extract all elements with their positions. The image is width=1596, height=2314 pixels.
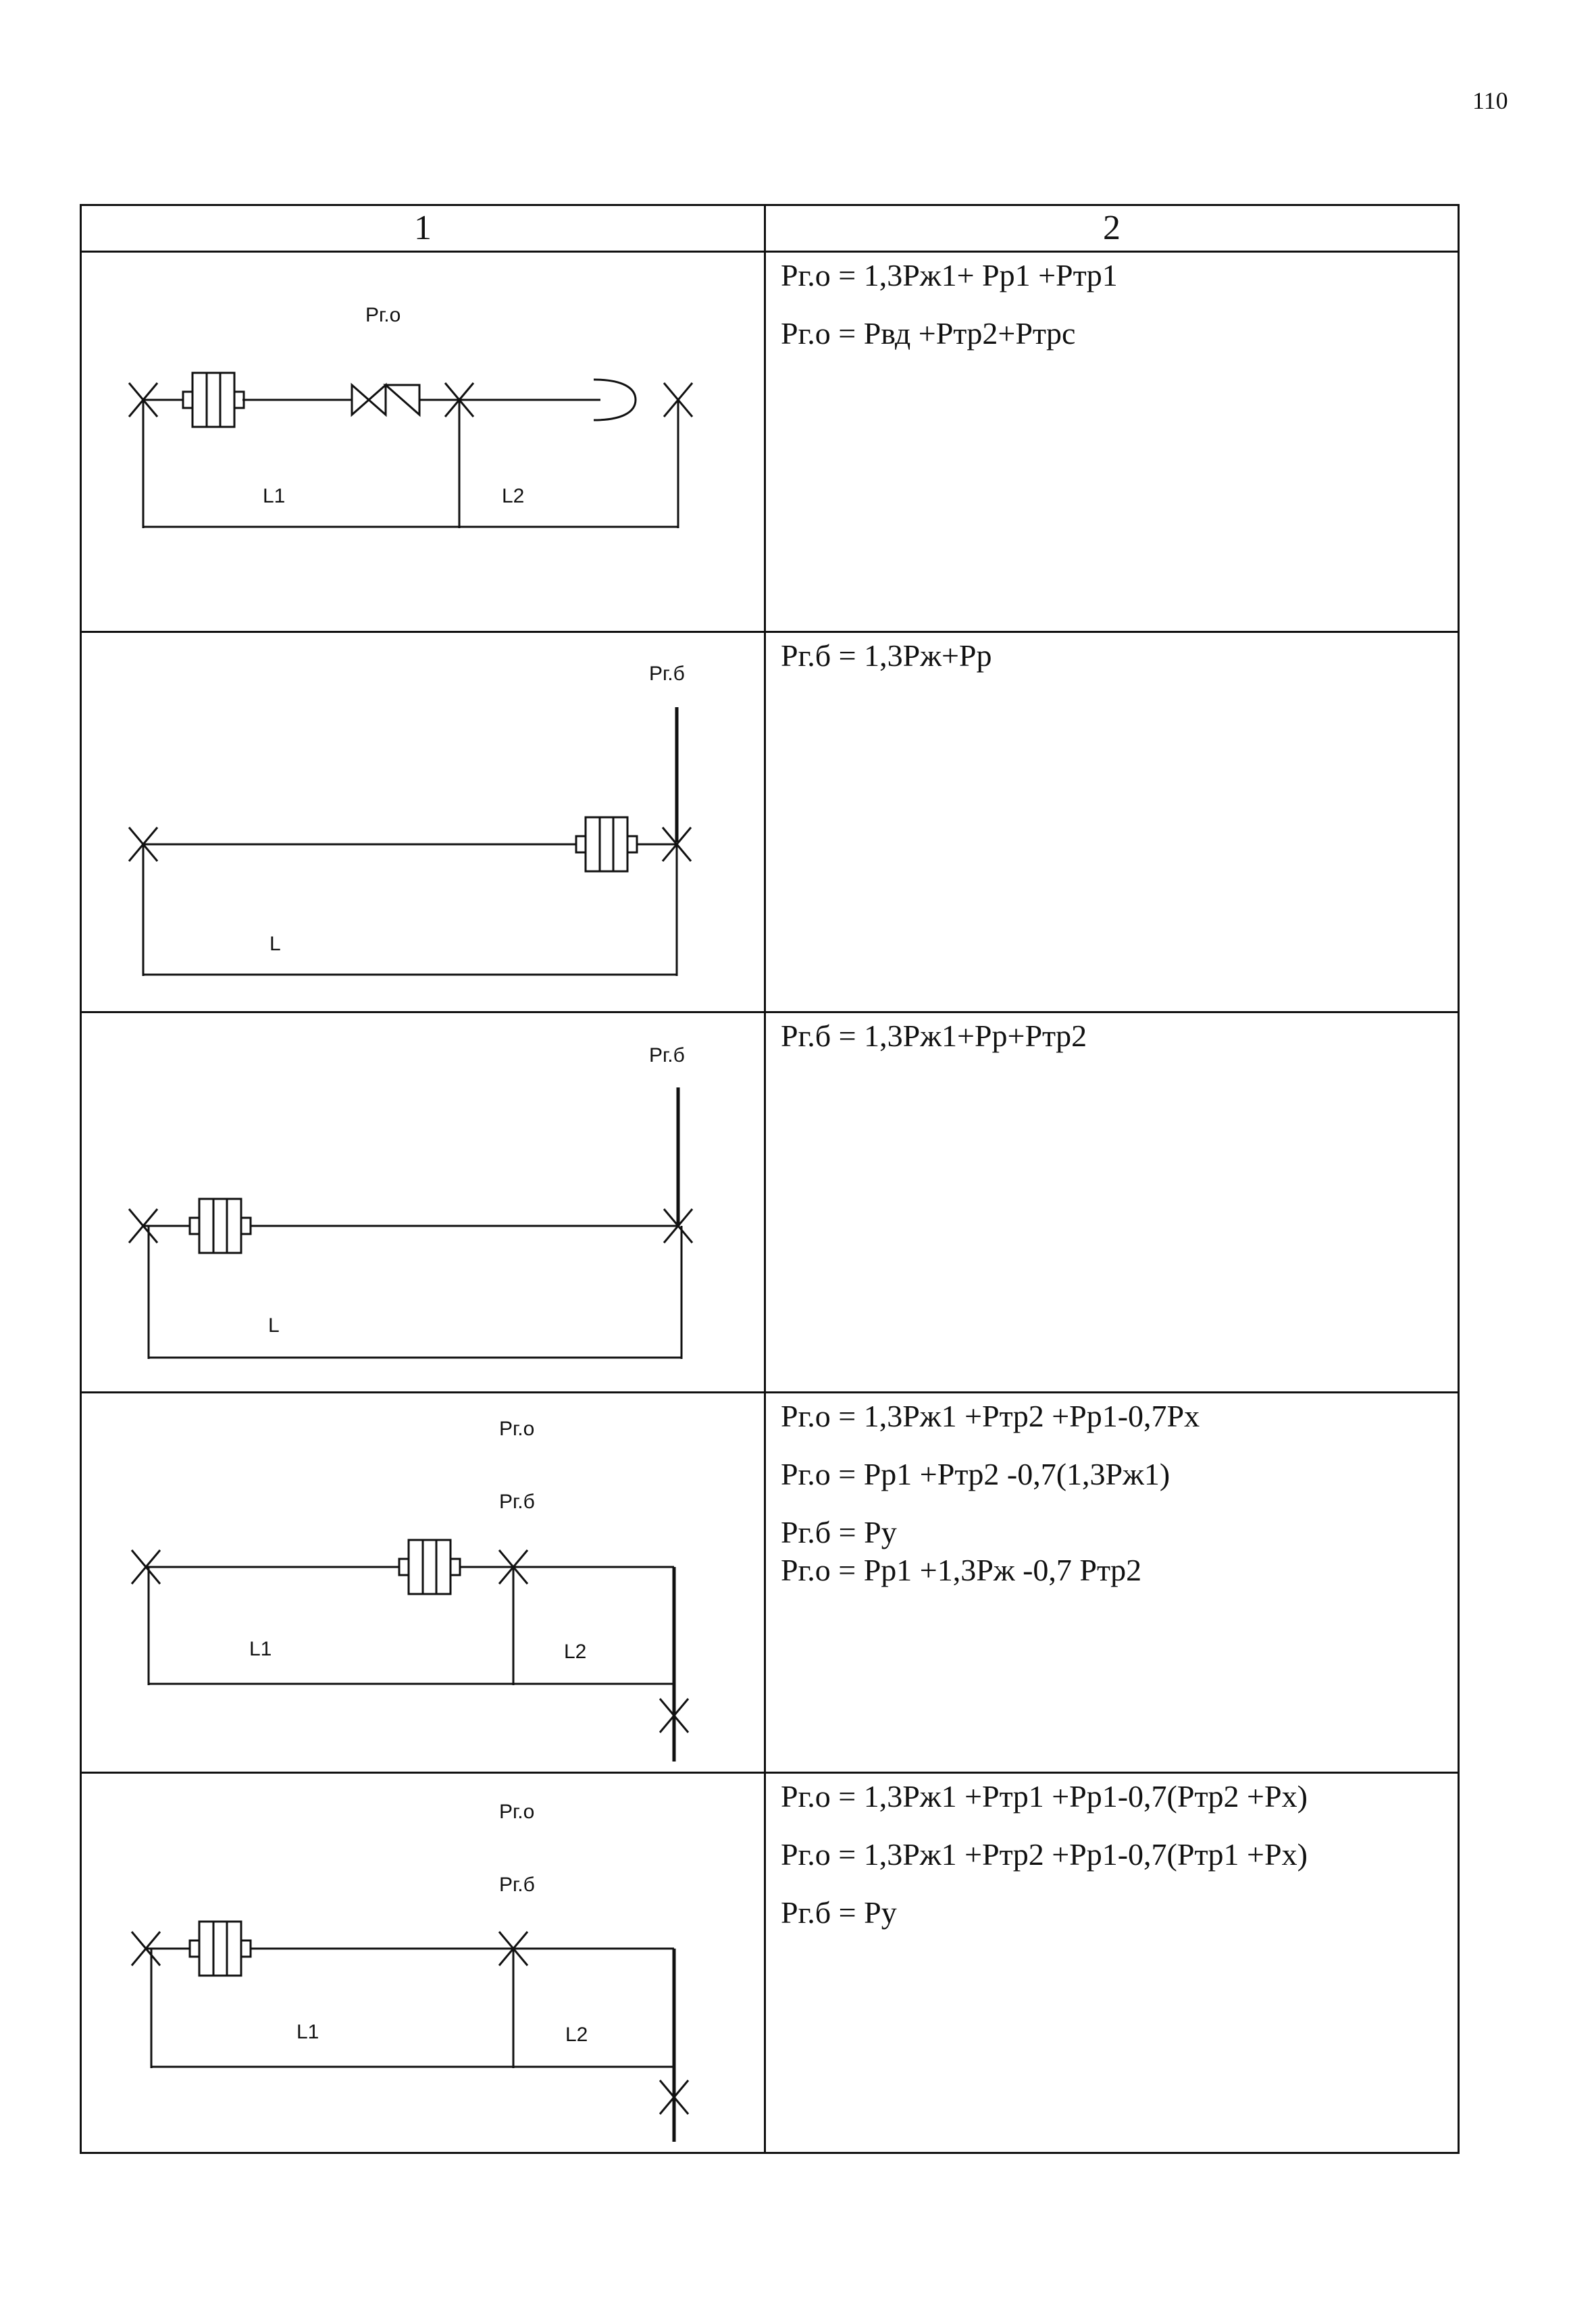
force-label: Pг.б: [649, 663, 685, 685]
table-row: Pг.о: [80, 251, 1460, 633]
length-label: L1: [297, 2021, 319, 2043]
formula: Pг.б = Py: [781, 1895, 897, 1930]
expansion-joint-icon: [188, 1920, 252, 1977]
formula: Pг.о = Pp1 +1,3Pж -0,7 Pтp2: [781, 1553, 1142, 1587]
diagram-cell: Pг.б L: [80, 631, 766, 1013]
column-header-2: 2: [764, 204, 1460, 253]
diagram-cell: Pг.о: [80, 251, 766, 633]
pipeline-diagram: Pг.б L: [128, 663, 692, 976]
diagram-cell: Pг.б L: [80, 1011, 766, 1393]
table-row: Pг.б L Pг.б = 1,3Pж+Pp: [80, 631, 1460, 1013]
expansion-joint-icon: [188, 1198, 252, 1254]
formula: Pг.о = 1,3Pж1 +Pтp2 +Pp1-0,7(Pтp1 +Px): [781, 1837, 1308, 1872]
expansion-joint-icon: [182, 371, 245, 428]
table-header-row: 1 2: [80, 204, 1460, 253]
formula: Pг.о = Pвд +Pтp2+Pтpc: [781, 316, 1076, 351]
diagram-cell: Pг.о Pг.б L1 L2: [80, 1772, 766, 2154]
expansion-joint-icon: [398, 1539, 461, 1595]
force-label: Pг.б: [499, 1874, 535, 1896]
expansion-joint-icon: [575, 816, 638, 873]
pipe-bend-icon: [593, 378, 637, 421]
valve-icon: [351, 382, 421, 417]
length-label: L2: [502, 485, 524, 507]
formula: Pг.б = 1,3Pж1+Pp+Pтp2: [781, 1019, 1087, 1053]
length-label: L2: [565, 2024, 588, 2046]
formula-cell: Pг.о = 1,3Pж1+ Pp1 +Pтp1 Pг.о = Pвд +Pтp…: [764, 251, 1460, 633]
page-number: 110: [1472, 87, 1508, 114]
pipeline-diagram: Pг.б L: [128, 1044, 694, 1359]
formula-cell: Pг.о = 1,3Pж1 +Pтp2 +Pp1-0,7Px Pг.о = Pp…: [764, 1391, 1460, 1774]
formula: Pг.б = 1,3Pж+Pp: [781, 638, 992, 673]
formula-cell: Pг.б = 1,3Pж+Pp: [764, 631, 1460, 1013]
force-label: Pг.б: [499, 1491, 535, 1513]
length-label: L1: [249, 1638, 272, 1660]
formula: Pг.о = 1,3Pж1 +Pтp2 +Pp1-0,7Px: [781, 1399, 1200, 1433]
length-label: L1: [263, 485, 285, 507]
formula: Pг.о = 1,3Pж1 +Pтp1 +Pp1-0,7(Pтp2 +Px): [781, 1779, 1308, 1814]
formula-cell: Pг.о = 1,3Pж1 +Pтp1 +Pp1-0,7(Pтp2 +Px) P…: [764, 1772, 1460, 2154]
table-row: Pг.б L Pг.б = 1,3Pж1+Pp+Pтp2: [80, 1011, 1460, 1393]
pipeline-diagram: Pг.о: [128, 304, 694, 528]
length-label: L: [268, 1314, 280, 1337]
formula: Pг.о = 1,3Pж1+ Pp1 +Pтp1: [781, 258, 1118, 292]
pipeline-diagram: Pг.о Pг.б L1 L2: [130, 1418, 690, 1762]
length-label: L: [269, 933, 281, 955]
force-label: Pг.о: [499, 1801, 534, 1823]
diagram-cell: Pг.о Pг.б L1 L2: [80, 1391, 766, 1774]
formula-cell: Pг.б = 1,3Pж1+Pp+Pтp2: [764, 1011, 1460, 1393]
length-label: L2: [564, 1641, 586, 1663]
force-label: Pг.о: [365, 304, 401, 326]
table-row: Pг.о Pг.б L1 L2 Pг.о: [80, 1391, 1460, 1774]
formula-table: 1 2 Pг.о: [80, 204, 1460, 2154]
force-label: Pг.б: [649, 1044, 685, 1066]
column-header-1: 1: [80, 204, 766, 253]
formula: Pг.о = Pp1 +Pтp2 -0,7(1,3Pж1): [781, 1457, 1170, 1491]
table-row: Pг.о Pг.б L1 L2 Pг.о: [80, 1772, 1460, 2154]
formula: Pг.б = Py: [781, 1515, 897, 1549]
pipeline-diagram: Pг.о Pг.б L1 L2: [130, 1801, 690, 2142]
force-label: Pг.о: [499, 1418, 534, 1440]
